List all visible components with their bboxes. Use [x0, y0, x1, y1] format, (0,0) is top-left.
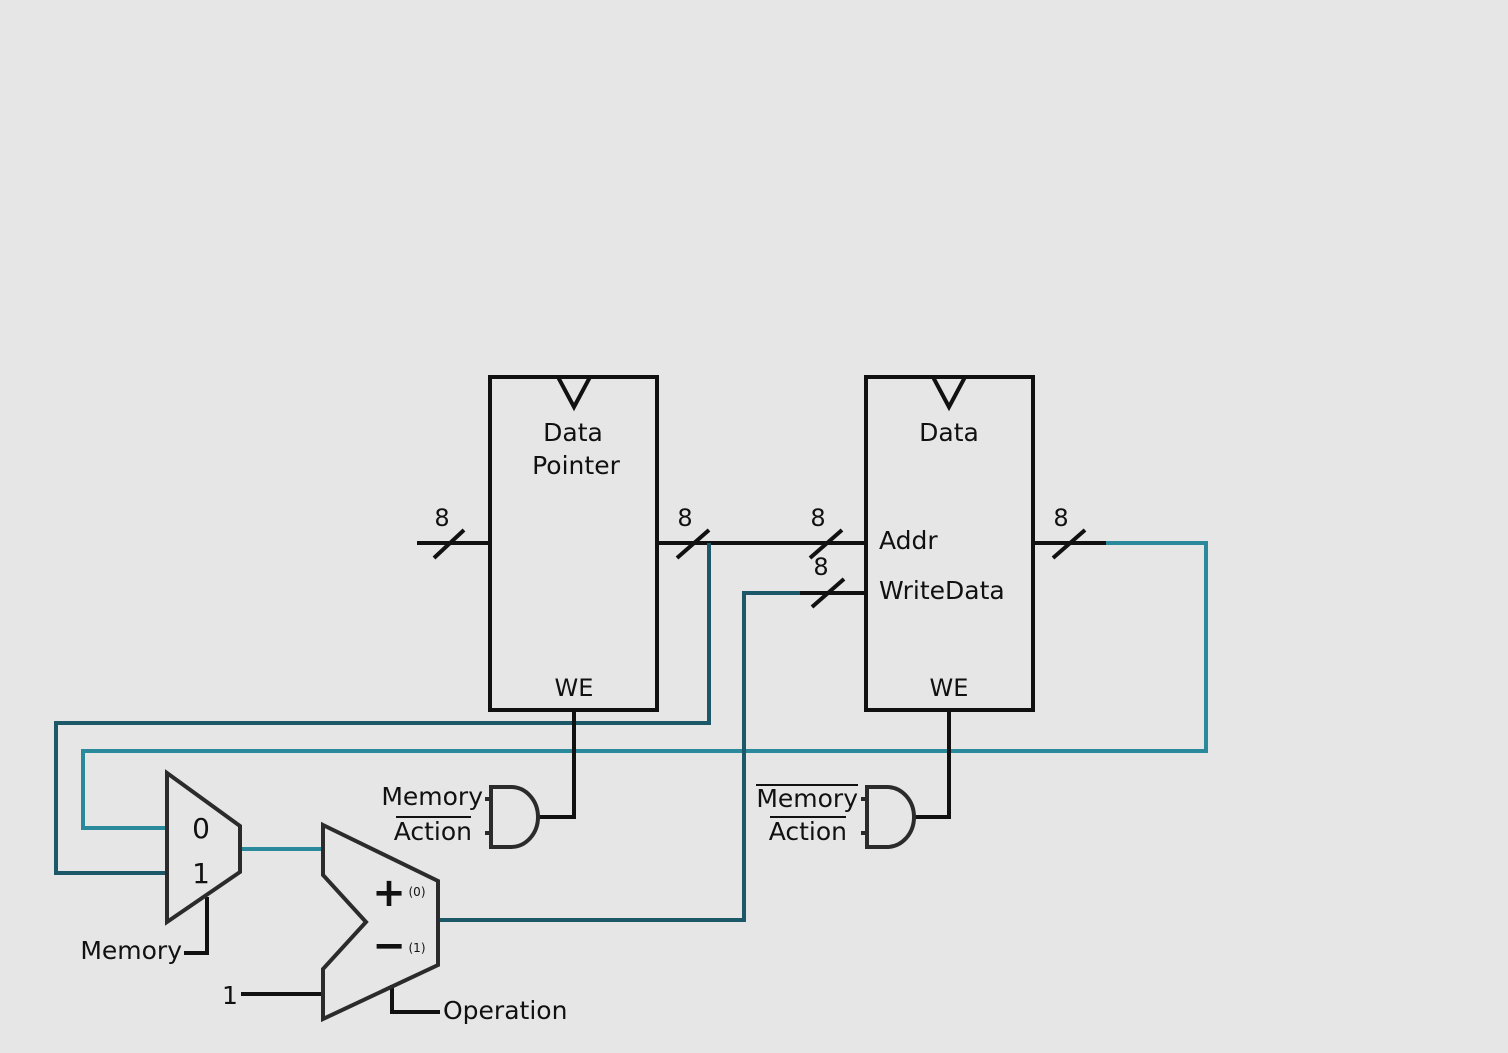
- dp-title-line1: Data: [543, 418, 603, 447]
- alu-to-writedata-wire: [438, 591, 800, 922]
- addr-width-label: 8: [810, 504, 825, 532]
- dp-output-bus-slash: [675, 528, 711, 560]
- alu-minus-symbol: −: [372, 923, 406, 969]
- alu: + (0) − (1) 1 Operation: [222, 821, 567, 1025]
- dp-feedback-wire: [54, 543, 711, 875]
- dp-title-line2: Pointer: [532, 451, 620, 480]
- alu-operation-wire: [390, 985, 440, 1014]
- and-left-input2-label: Action: [394, 817, 472, 846]
- mem-title: Data: [919, 418, 979, 447]
- and-right-input2-label: Action: [769, 817, 847, 846]
- writedata-bus-slash: [810, 577, 846, 609]
- dp-clock-icon: [556, 376, 592, 412]
- and-right-input1-label: Memory: [756, 784, 858, 813]
- alu-operation-label: Operation: [443, 996, 567, 1025]
- dp-output-width-label: 8: [677, 504, 692, 532]
- dp-we-wire: [538, 710, 576, 819]
- mux-select-wire: [184, 897, 209, 955]
- data-memory: Data Addr WriteData WE: [864, 375, 1035, 712]
- mem-writedata-label: WriteData: [879, 576, 1005, 605]
- mem-clock-icon: [931, 376, 967, 412]
- mux-input1-label: 1: [192, 857, 210, 890]
- dp-input-width-label: 8: [434, 504, 449, 532]
- writedata-width-label: 8: [813, 553, 828, 581]
- mem-output-bus-slash: [1051, 528, 1087, 560]
- and-gate-left: Memory Action: [381, 782, 540, 849]
- mem-we-wire: [913, 710, 951, 819]
- mem-feedback-wire: [81, 541, 1208, 830]
- alu-plus-code: (0): [409, 885, 426, 899]
- and-left-input1-label: Memory: [381, 782, 483, 811]
- mux-select-label: Memory: [80, 936, 182, 965]
- multiplexer: 0 1 Memory: [80, 769, 242, 965]
- mux-input0-label: 0: [192, 812, 210, 845]
- addr-bus-slash: [808, 528, 844, 560]
- alu-minus-code: (1): [409, 941, 426, 955]
- mem-addr-label: Addr: [879, 526, 938, 555]
- dp-input-bus-slash: [432, 528, 466, 560]
- mem-we-label: WE: [930, 674, 969, 702]
- data-pointer-register: Data Pointer WE: [488, 375, 659, 712]
- alu-constant-label: 1: [222, 981, 238, 1010]
- and-gate-right: Memory Action: [756, 784, 916, 849]
- mem-output-width-label: 8: [1053, 504, 1068, 532]
- alu-plus-symbol: +: [372, 870, 406, 916]
- dp-we-label: WE: [555, 674, 594, 702]
